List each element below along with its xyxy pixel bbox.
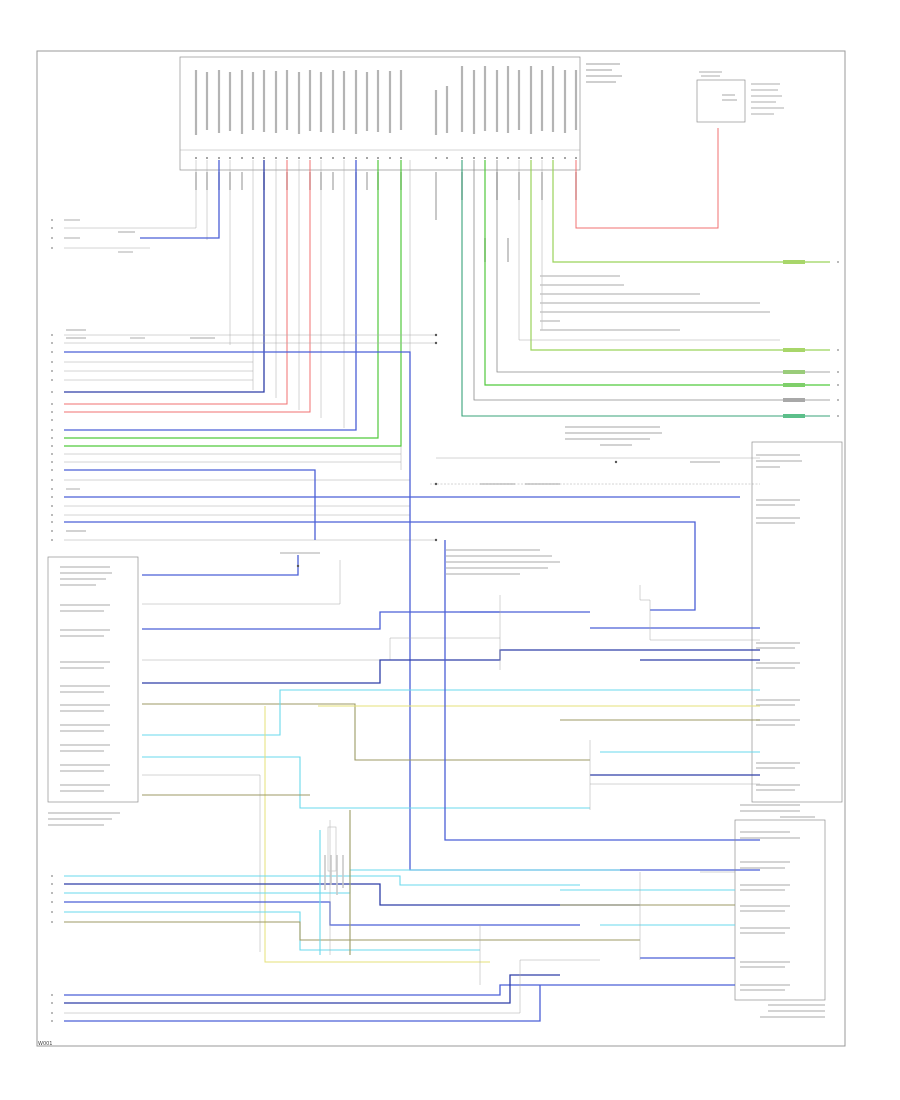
wires-top-section [64, 128, 830, 871]
lower-left-label [48, 812, 120, 826]
top-connector-labels [194, 63, 622, 135]
diagram-frame [36, 50, 846, 1047]
top-right-component [696, 79, 746, 123]
wires-middle-section [142, 540, 760, 963]
center-vertical-connector [324, 826, 344, 895]
left-module [47, 556, 139, 803]
wires-lower-section [64, 810, 735, 1022]
legend-text-lines [540, 275, 770, 331]
center-component-label [280, 549, 560, 575]
junction-dots [296, 333, 618, 568]
top-connector-pins [195, 157, 577, 159]
lower-left-pins [51, 875, 53, 1022]
right-module-upper [751, 441, 843, 803]
right-edge-pins [837, 261, 839, 417]
diagram-code: W001 [38, 1041, 53, 1047]
top-module-connector [179, 56, 581, 171]
right-module-lower [734, 819, 826, 1001]
mid-component-label [565, 426, 662, 446]
right-wire-tags [783, 260, 805, 418]
